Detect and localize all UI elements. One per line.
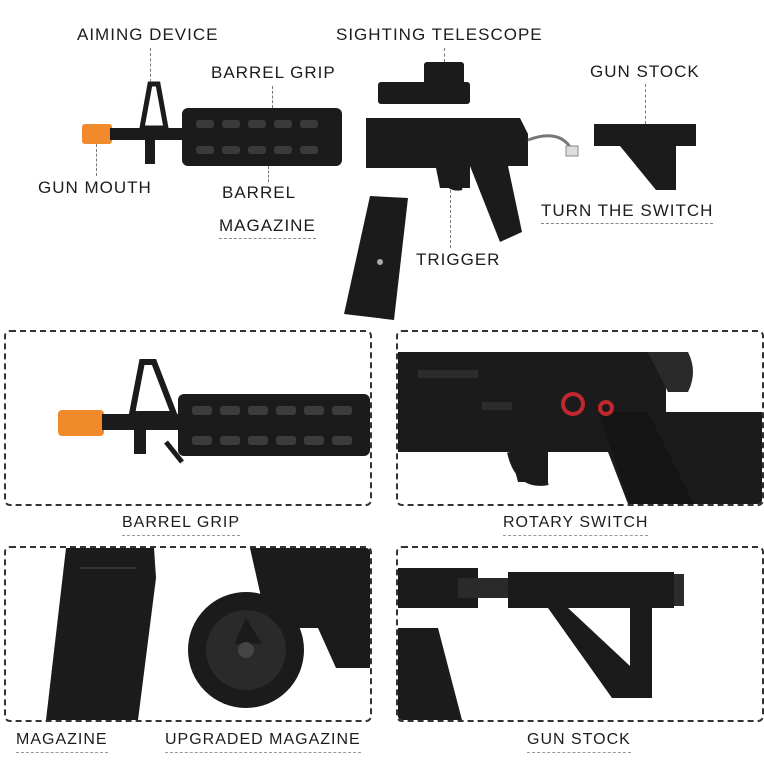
rotary-switch-closeup xyxy=(398,352,762,504)
gun-mouth-muzzle xyxy=(82,124,112,144)
label-turn-the-switch: TURN THE SWITCH xyxy=(541,201,714,224)
panel-rotary-switch xyxy=(396,330,764,506)
handguard xyxy=(182,108,342,166)
panel-magazines xyxy=(4,546,372,722)
leader-gun-stock xyxy=(645,84,646,124)
caption-upgraded-magazine: UPGRADED MAGAZINE xyxy=(165,731,361,753)
label-trigger: TRIGGER xyxy=(416,250,501,269)
label-barrel: BARREL xyxy=(222,183,297,202)
front-sight xyxy=(139,81,169,131)
leader-barrel-grip xyxy=(272,86,273,108)
gun-stock-part xyxy=(594,124,696,190)
leader-sighting-telescope xyxy=(444,48,445,62)
leader-aiming-device xyxy=(150,48,151,82)
receiver xyxy=(366,118,528,188)
gun-parts-illustration xyxy=(82,62,696,320)
exploded-diagram xyxy=(0,0,764,325)
gun-stock-closeup xyxy=(398,568,684,720)
leader-barrel xyxy=(268,166,269,182)
label-magazine: MAGAZINE xyxy=(219,216,316,239)
leader-gun-mouth xyxy=(96,144,97,176)
caption-rotary-switch: ROTARY SWITCH xyxy=(503,514,649,536)
pistol-grip xyxy=(470,166,522,242)
barrel-tube xyxy=(110,128,190,140)
caption-gun-stock: GUN STOCK xyxy=(527,731,631,753)
label-sighting-telescope: SIGHTING TELESCOPE xyxy=(336,25,543,44)
barrel-grip-closeup xyxy=(58,359,370,464)
label-gun-stock: GUN STOCK xyxy=(590,62,700,81)
panel-gun-stock xyxy=(396,546,764,722)
magazine-part xyxy=(344,196,408,320)
caption-magazine: MAGAZINE xyxy=(16,731,108,753)
magazines-closeup xyxy=(46,548,370,720)
caption-barrel-grip: BARREL GRIP xyxy=(122,514,240,536)
leader-trigger xyxy=(450,190,451,248)
label-aiming-device: AIMING DEVICE xyxy=(77,25,219,44)
label-barrel-grip: BARREL GRIP xyxy=(211,63,336,82)
label-gun-mouth: GUN MOUTH xyxy=(38,178,152,197)
panel-barrel-grip xyxy=(4,330,372,506)
stock-closeup xyxy=(508,572,674,698)
magazine-closeup xyxy=(46,548,156,720)
